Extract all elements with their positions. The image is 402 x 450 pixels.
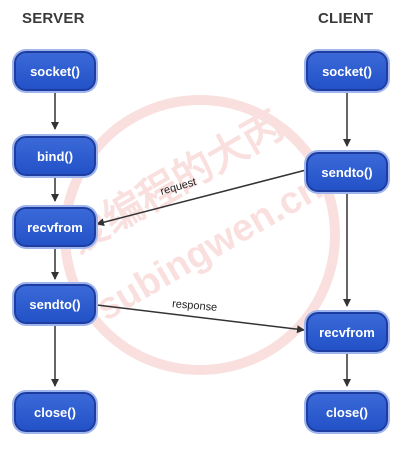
client-close-node: close() [306, 392, 388, 432]
arrow-request [96, 169, 307, 227]
server-close-node: close() [14, 392, 96, 432]
server-recvfrom-node: recvfrom [14, 207, 96, 247]
server-socket-node: socket() [14, 51, 96, 91]
client-socket-node: socket() [306, 51, 388, 91]
client-column-title: CLIENT [318, 10, 374, 27]
client-recvfrom-node: recvfrom [306, 312, 388, 352]
client-sendto-node: sendto() [306, 152, 388, 192]
arrow-response [96, 304, 305, 334]
server-column-title: SERVER [22, 10, 85, 27]
server-sendto-node: sendto() [14, 284, 96, 324]
server-bind-node: bind() [14, 136, 96, 176]
